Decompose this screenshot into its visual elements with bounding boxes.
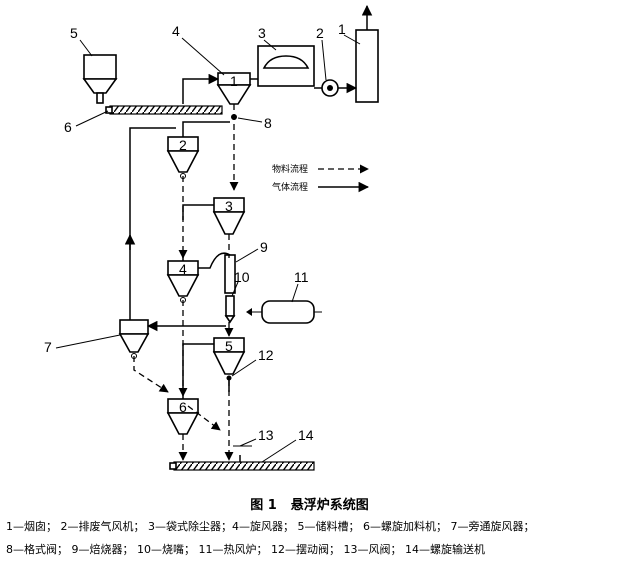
cyclone-5-number: 5: [225, 338, 233, 354]
bag-dust-collector: [257, 45, 315, 87]
burner: [224, 295, 236, 324]
cyclone-2: [166, 136, 200, 173]
label-11: 11: [294, 269, 309, 285]
label-14: 14: [298, 427, 314, 443]
screw-feeder: [105, 105, 223, 115]
component-legend-line-2: 8—格式阀； 9—焙烧器； 10—烧嘴； 11—热风炉； 12—摆动阀； 13—…: [6, 543, 485, 556]
cyclone-3-number: 3: [225, 198, 233, 214]
label-9: 9: [260, 239, 268, 255]
cyclone-6: [166, 398, 200, 435]
cyclone-2-number: 2: [179, 137, 187, 153]
flow-legend: 物料流程 气体流程: [272, 163, 370, 193]
label-6: 6: [64, 119, 72, 135]
label-12: 12: [258, 347, 274, 363]
cyclone-numbers: 1 2 3 4 5 6: [179, 73, 238, 415]
callout-numbers: 1 2 3 4 5 6 7 8 9 10 11 12 13 14: [44, 21, 346, 443]
bypass-cyclone: [118, 319, 150, 353]
label-13: 13: [258, 427, 274, 443]
material-flow-lines: [133, 104, 239, 461]
screw-conveyor: [169, 461, 315, 471]
figure-title: 悬浮炉系统图: [290, 498, 369, 513]
component-legend-line-1: 1—烟囱； 2—排废气风机； 3—袋式除尘器；4—旋风器； 5—储料槽； 6—螺…: [6, 520, 535, 533]
legend-gas-label: 气体流程: [272, 181, 308, 193]
cyclone-4-number: 4: [179, 261, 187, 277]
hot-air-furnace: [246, 300, 322, 324]
chimney: [355, 4, 379, 103]
cyclone-6-number: 6: [179, 399, 187, 415]
figure-caption: 图 1 悬浮炉系统图: [0, 494, 619, 513]
legend-material-label: 物料流程: [272, 163, 308, 175]
label-5: 5: [70, 25, 78, 41]
cyclone-4: [166, 260, 200, 297]
gas-flow-lines: [124, 73, 358, 462]
figure-number: 图 1: [250, 498, 277, 513]
leader-lines: [55, 34, 361, 463]
suspension-furnace-diagram: 物料流程 气体流程 1 2 3 4 5 6 7 8 9 10 11 12 13: [44, 4, 379, 471]
storage-bin: [82, 54, 118, 104]
cyclone-1-number: 1: [230, 73, 238, 89]
cyclone-5: [212, 337, 246, 375]
label-7: 7: [44, 339, 52, 355]
label-3: 3: [258, 25, 266, 41]
exhaust-fan: [321, 79, 339, 97]
label-8: 8: [264, 115, 272, 131]
label-4: 4: [172, 23, 180, 39]
label-10: 10: [234, 269, 250, 285]
label-1: 1: [338, 21, 346, 37]
label-2: 2: [316, 25, 324, 41]
